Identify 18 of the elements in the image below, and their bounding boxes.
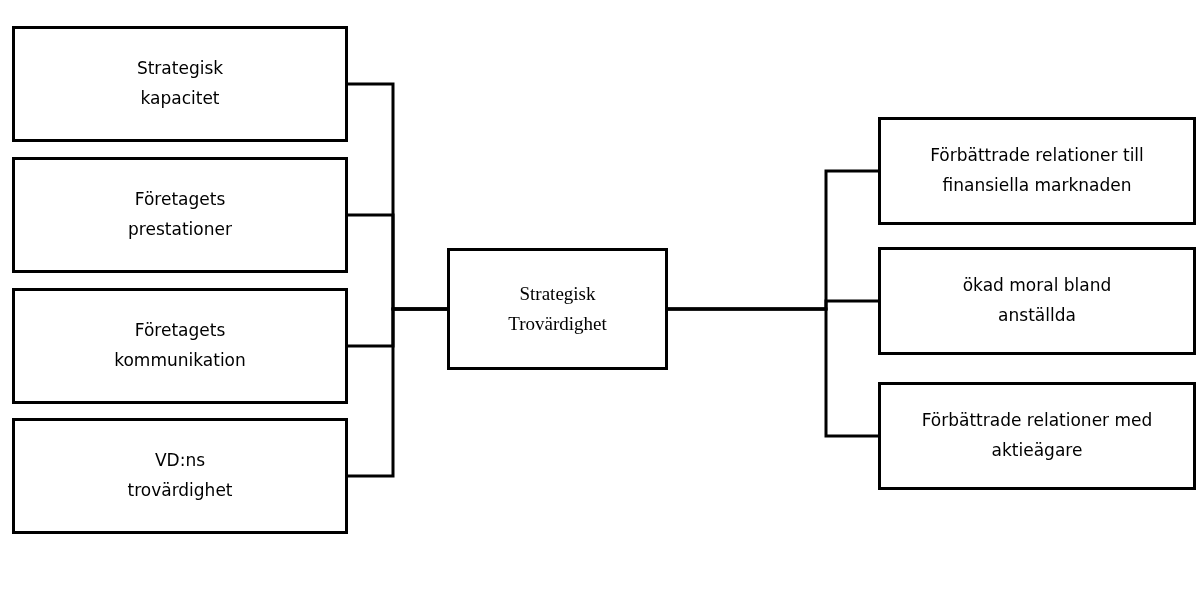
box-label: Företagets prestationer (127, 188, 233, 241)
text-box (12, 157, 348, 273)
text-box (12, 288, 348, 404)
text-box (12, 26, 348, 142)
box-label: VD:ns trovärdighet (126, 449, 234, 502)
box-label: Strategisk kapacitet (135, 57, 225, 110)
box-label: Förbättrade relationer till finansiella marknaden (929, 144, 1145, 197)
text-box (878, 117, 1196, 225)
text-box (878, 382, 1196, 490)
box-label: Strategisk Trovärdighet (507, 281, 608, 336)
box-label: ökad moral bland anställda (961, 274, 1113, 327)
box-label: Företagets kommunikation (113, 319, 247, 372)
text-box (447, 248, 668, 370)
connector-line (668, 307, 878, 438)
text-box (878, 247, 1196, 355)
connector-line (348, 307, 447, 478)
box-label: Förbättrade relationer med aktieägare (920, 409, 1154, 462)
text-box (12, 418, 348, 534)
